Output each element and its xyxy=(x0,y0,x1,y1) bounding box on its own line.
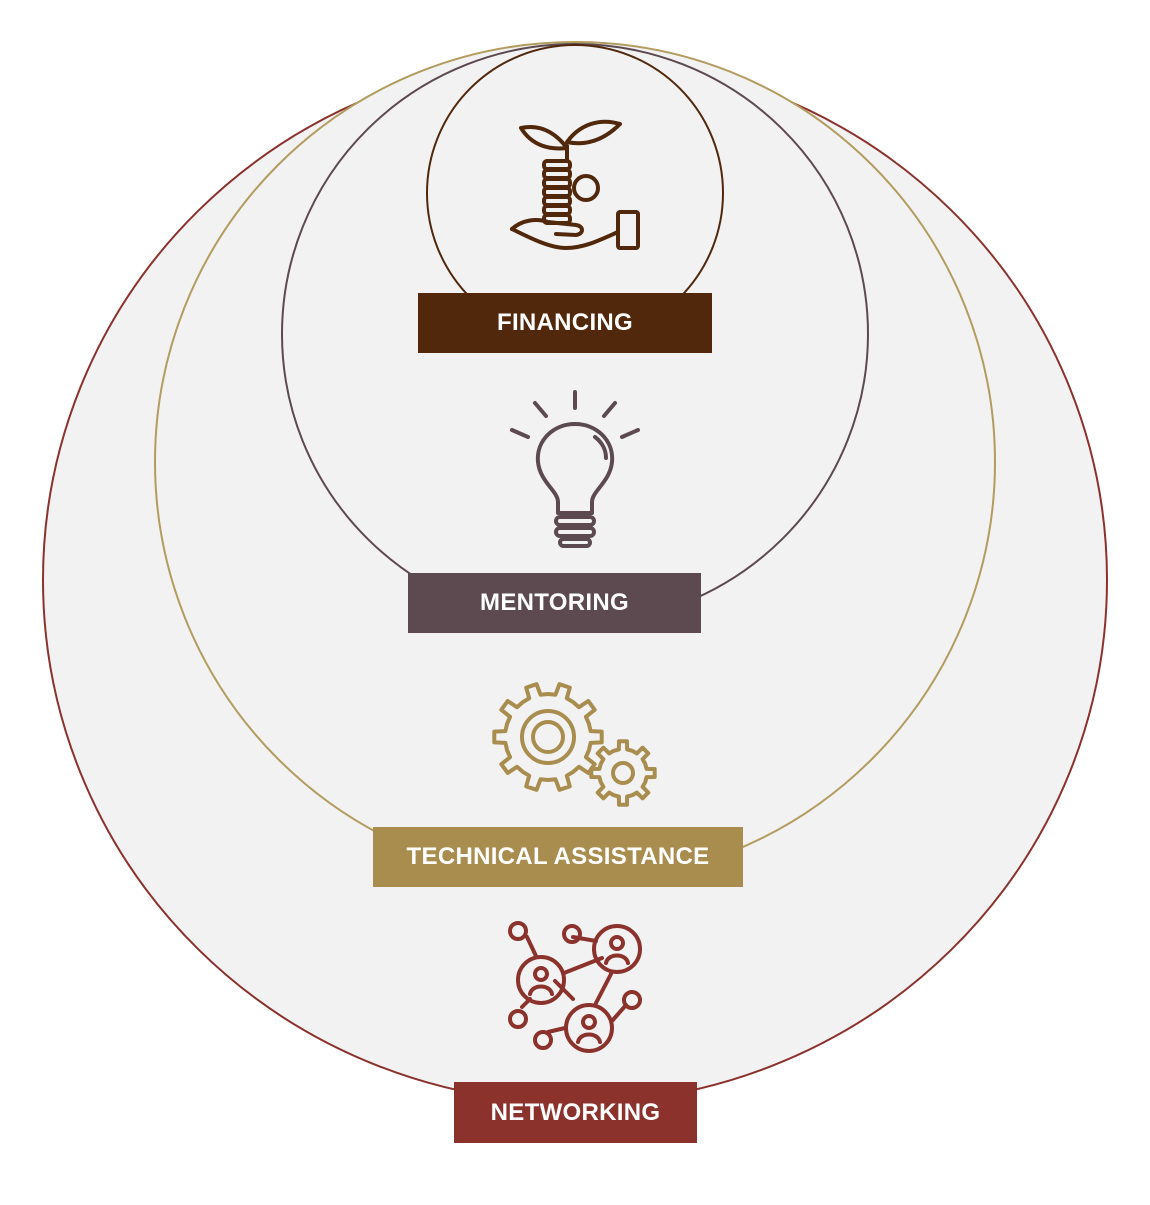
technical-assistance-label: TECHNICAL ASSISTANCE xyxy=(373,827,743,887)
network-people-icon xyxy=(508,921,642,1053)
gears-icon xyxy=(492,682,657,807)
mentoring-label: MENTORING xyxy=(408,573,701,633)
networking-label: NETWORKING xyxy=(454,1082,697,1143)
financing-label: FINANCING xyxy=(418,293,712,353)
plant-coins-hand-icon xyxy=(510,119,640,250)
lightbulb-icon xyxy=(510,390,640,548)
